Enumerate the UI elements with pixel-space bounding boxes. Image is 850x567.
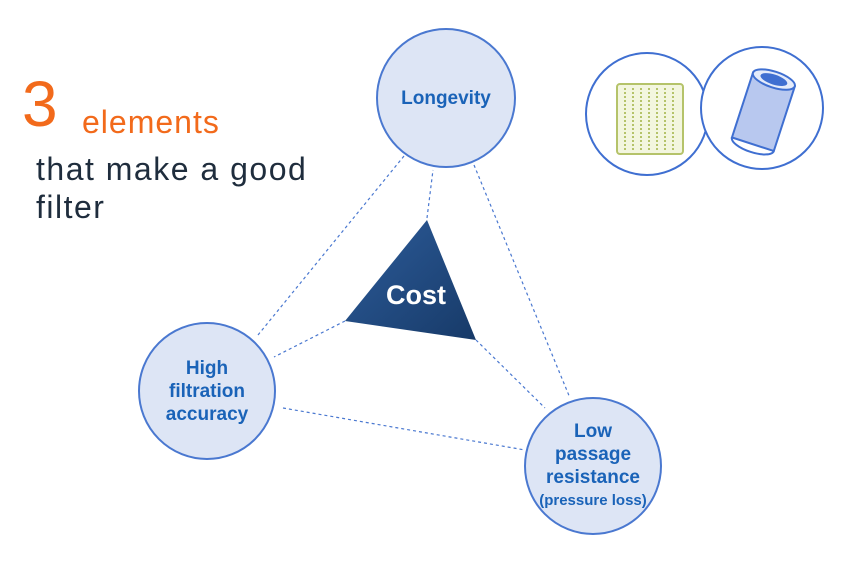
node-longevity: Longevity (376, 28, 516, 168)
heading-word: elements (82, 104, 220, 140)
line-longevity-filtration (257, 155, 405, 336)
node-label: filtration (169, 380, 245, 402)
cost-triangle (345, 220, 476, 340)
heading-subtitle: that make a good filter (36, 151, 308, 225)
node-filtration: High filtration accuracy (138, 322, 276, 460)
panel-filter-image (585, 52, 709, 176)
line-longevity-resistance (473, 164, 571, 399)
line-cost-filtration (273, 320, 346, 358)
node-label: High (185, 357, 229, 379)
line-cost-resistance (475, 339, 546, 409)
node-label: resistance (545, 467, 640, 488)
node-label: passage (554, 444, 632, 465)
node-label: Low (574, 421, 612, 442)
node-label: (pressure loss) (539, 492, 647, 509)
node-label: accuracy (165, 403, 249, 425)
line-cost-longevity (426, 169, 434, 219)
cylinder-filter-image (700, 46, 824, 170)
heading-number: 3 (22, 68, 58, 140)
panel-filter-icon (616, 83, 684, 155)
cost-label: Cost (386, 280, 446, 310)
cylinder-filter-icon (730, 68, 797, 156)
node-resistance: Low passage resistance (pressure loss) (524, 397, 662, 535)
line-filtration-resistance (282, 407, 526, 451)
node-label: Longevity (401, 87, 491, 109)
